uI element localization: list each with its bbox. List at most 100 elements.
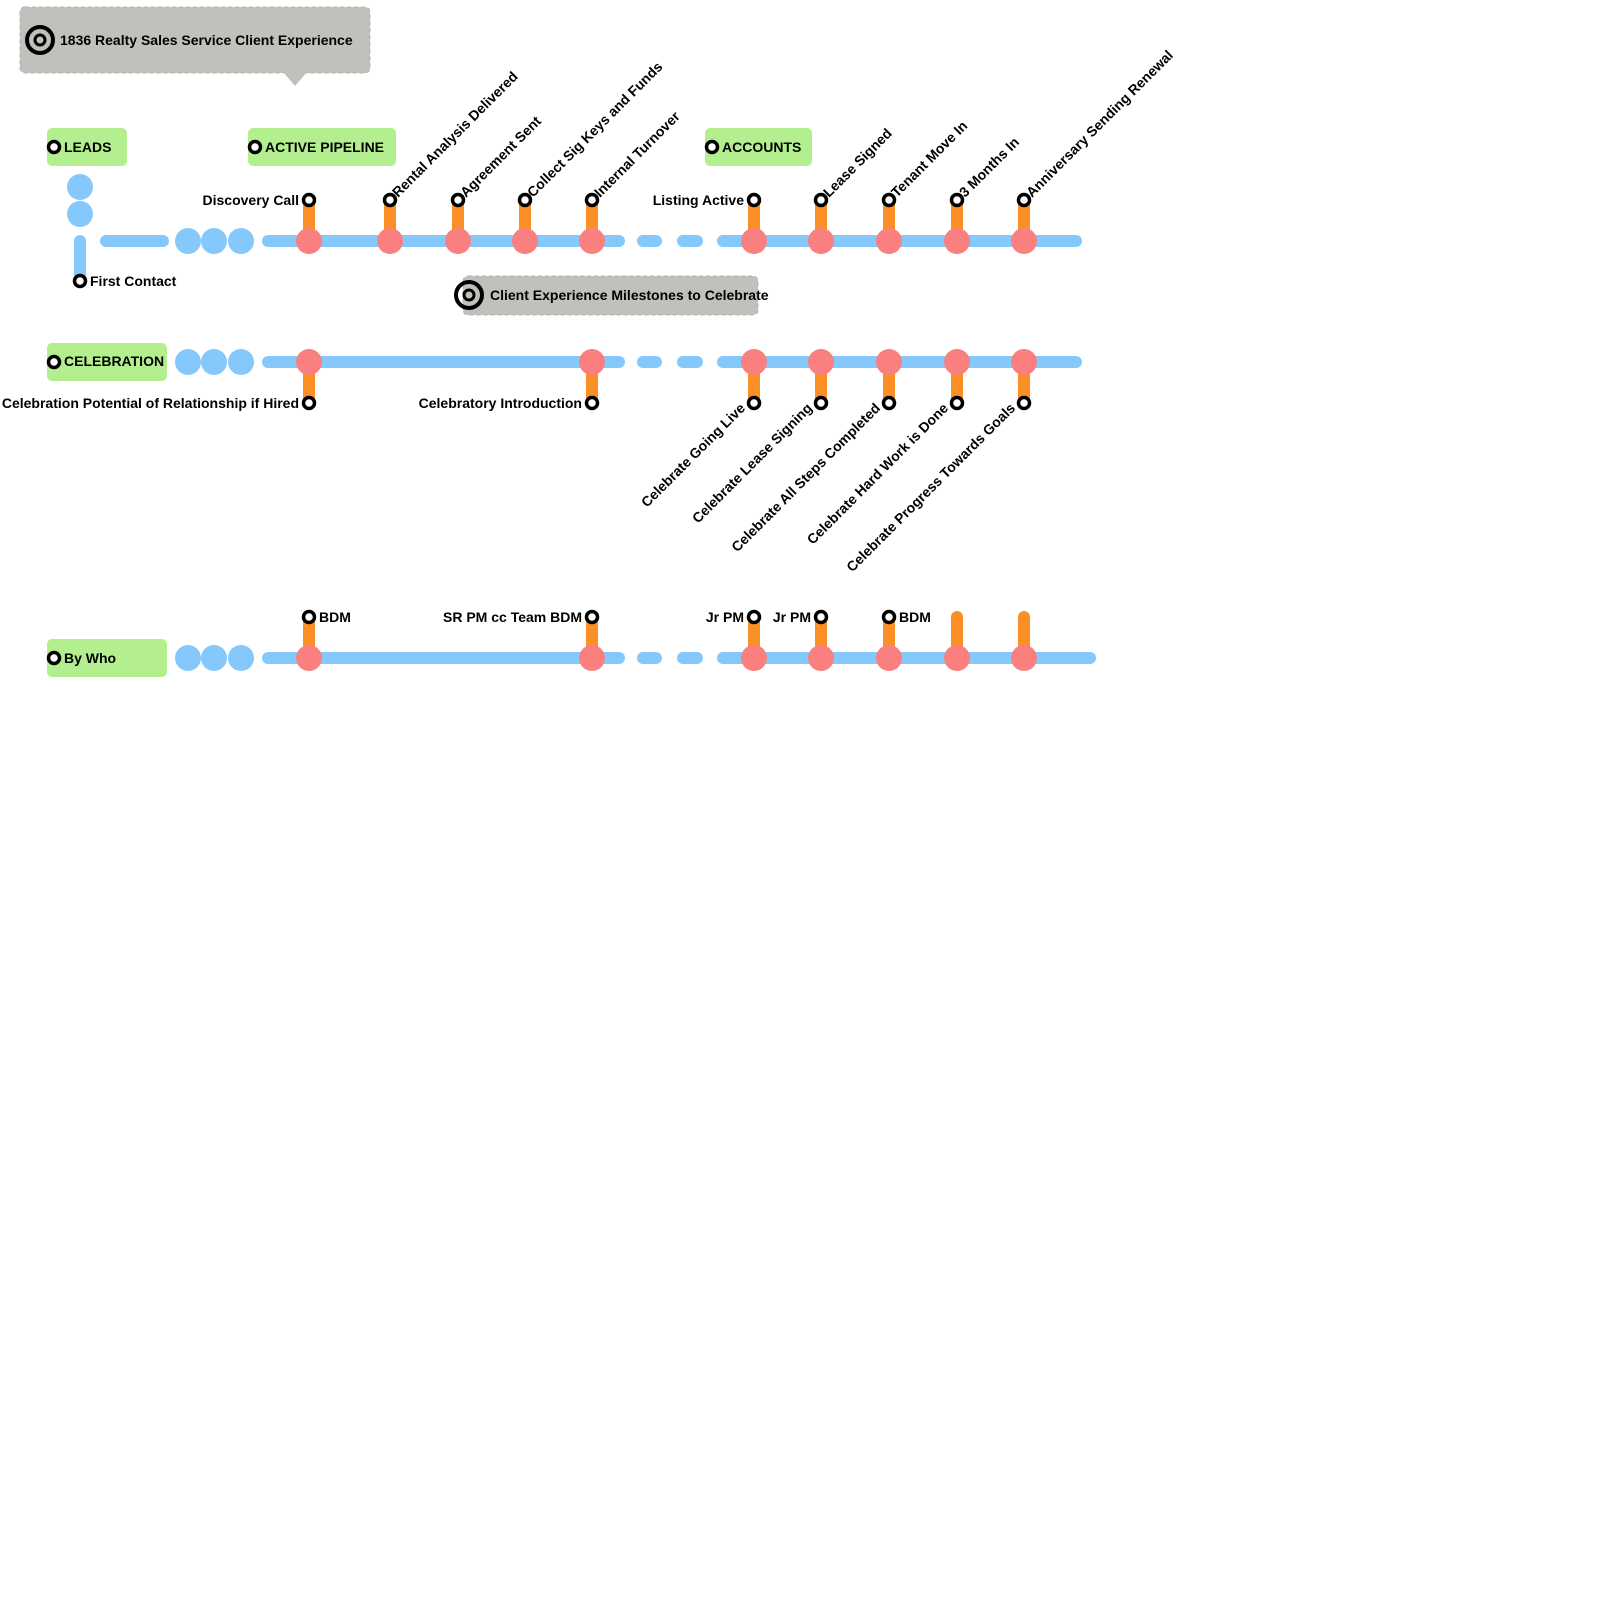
station[interactable]: Celebratory Introduction xyxy=(419,349,605,411)
station-label: BDM xyxy=(899,609,931,625)
station-dot[interactable] xyxy=(741,349,767,375)
station-dot[interactable] xyxy=(512,228,538,254)
station-dot[interactable] xyxy=(1011,228,1037,254)
station[interactable] xyxy=(944,611,970,671)
station-label: Celebratory Introduction xyxy=(419,395,582,411)
station-dot[interactable] xyxy=(445,228,471,254)
station-dot[interactable] xyxy=(579,645,605,671)
station-ring-icon[interactable] xyxy=(881,395,897,411)
station-dot[interactable] xyxy=(296,349,322,375)
title-callout-box xyxy=(19,6,371,74)
station[interactable]: SR PM cc Team BDM xyxy=(443,609,605,671)
celebration-stations: Celebration Potential of Relationship if… xyxy=(2,349,1037,575)
station-dot[interactable] xyxy=(944,349,970,375)
station[interactable]: BDM xyxy=(876,609,931,671)
section-accounts-box xyxy=(705,128,812,166)
station-ring-icon[interactable] xyxy=(746,395,762,411)
station-dot[interactable] xyxy=(296,228,322,254)
section-ring-icon xyxy=(46,139,62,155)
station-dot[interactable] xyxy=(944,645,970,671)
station-dot[interactable] xyxy=(944,228,970,254)
station-dot[interactable] xyxy=(876,349,902,375)
station-ring-icon[interactable] xyxy=(301,192,317,208)
station-dot[interactable] xyxy=(808,645,834,671)
line-dot xyxy=(67,174,93,200)
milestones-callout: Client Experience Milestones to Celebrat… xyxy=(454,275,769,316)
line-dot xyxy=(228,645,254,671)
section-leads-box xyxy=(47,128,127,166)
station[interactable]: Listing Active xyxy=(653,192,767,254)
station-ring-icon[interactable] xyxy=(949,395,965,411)
section-leads[interactable]: LEADS xyxy=(46,128,127,166)
title-callout-pointer xyxy=(283,72,307,86)
station-ring-icon[interactable] xyxy=(517,192,533,208)
station-ring-icon[interactable] xyxy=(881,609,897,625)
station-dot[interactable] xyxy=(876,228,902,254)
station-dot[interactable] xyxy=(808,349,834,375)
station-dot[interactable] xyxy=(876,645,902,671)
section-ring-icon xyxy=(46,650,62,666)
station-label: Jr PM xyxy=(706,609,744,625)
station-dot[interactable] xyxy=(741,645,767,671)
station-ring-icon[interactable] xyxy=(813,395,829,411)
station-label: SR PM cc Team BDM xyxy=(443,609,582,625)
section-by-who[interactable]: By Who xyxy=(46,639,167,677)
station-ring-icon[interactable] xyxy=(746,609,762,625)
station-ring-icon[interactable] xyxy=(584,395,600,411)
section-by-who-box xyxy=(47,639,167,677)
station-dot[interactable] xyxy=(741,228,767,254)
station-ring-icon[interactable] xyxy=(584,192,600,208)
station-ring-icon[interactable] xyxy=(813,609,829,625)
station[interactable]: Celebrate Going Live xyxy=(638,349,767,510)
station[interactable]: Celebrate Progress Towards Goals xyxy=(843,349,1037,575)
station-ring-icon[interactable] xyxy=(584,609,600,625)
station-label: Discovery Call xyxy=(203,192,300,208)
line-dot xyxy=(175,645,201,671)
station-dot[interactable] xyxy=(377,228,403,254)
station[interactable]: Discovery Call xyxy=(203,192,323,254)
station[interactable]: Jr PM xyxy=(706,609,767,671)
station-ring-icon[interactable] xyxy=(1016,395,1032,411)
station-dot[interactable] xyxy=(579,349,605,375)
station-label: Rental Analysis Delivered xyxy=(389,68,521,200)
title-callout-text: 1836 Realty Sales Service Client Experie… xyxy=(60,32,353,48)
section-active-pipeline-box xyxy=(248,128,396,166)
station-label: 3 Months In xyxy=(956,134,1022,200)
station-ring-icon[interactable] xyxy=(450,192,466,208)
section-ring-icon xyxy=(704,139,720,155)
station[interactable]: Anniversary Sending Renewal xyxy=(1011,47,1176,254)
section-active-pipeline[interactable]: ACTIVE PIPELINE xyxy=(247,128,396,166)
station[interactable]: Jr PM xyxy=(773,609,834,671)
station-ring-icon[interactable] xyxy=(949,192,965,208)
station-ring-icon[interactable] xyxy=(301,609,317,625)
station-dot[interactable] xyxy=(296,645,322,671)
section-accounts[interactable]: ACCOUNTS xyxy=(704,128,812,166)
section-ring-icon xyxy=(247,139,263,155)
station-ring-icon[interactable] xyxy=(813,192,829,208)
station-ring-icon[interactable] xyxy=(301,395,317,411)
section-accounts-label: ACCOUNTS xyxy=(722,139,801,155)
section-by-who-label: By Who xyxy=(64,650,116,666)
station[interactable]: BDM xyxy=(296,609,351,671)
leads-branch: First Contact xyxy=(67,174,177,289)
station-label: Jr PM xyxy=(773,609,811,625)
station-dot[interactable] xyxy=(1011,349,1037,375)
milestones-callout-text: Client Experience Milestones to Celebrat… xyxy=(490,287,769,303)
section-celebration[interactable]: CELEBRATION xyxy=(46,343,167,381)
station-ring-icon[interactable] xyxy=(746,192,762,208)
station-label: Collect Sig Keys and Funds xyxy=(524,58,666,200)
station-ring-icon[interactable] xyxy=(72,273,88,289)
station-ring-icon[interactable] xyxy=(1016,192,1032,208)
station-ring-icon[interactable] xyxy=(881,192,897,208)
station[interactable] xyxy=(1011,611,1037,671)
station[interactable]: Celebration Potential of Relationship if… xyxy=(2,349,322,411)
station-dot[interactable] xyxy=(808,228,834,254)
line-dot xyxy=(201,228,227,254)
line-dot xyxy=(175,228,201,254)
line-dot xyxy=(201,349,227,375)
station-ring-icon[interactable] xyxy=(382,192,398,208)
station-dot[interactable] xyxy=(579,228,605,254)
station-dot[interactable] xyxy=(1011,645,1037,671)
section-celebration-label: CELEBRATION xyxy=(64,353,164,369)
